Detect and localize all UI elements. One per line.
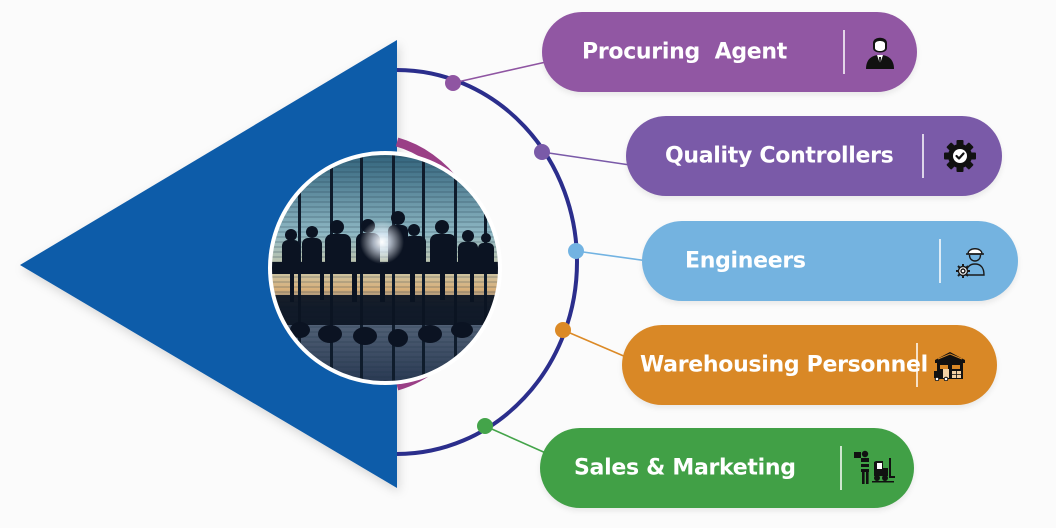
divider [922,134,924,178]
connector-dot [568,243,584,259]
role-procuring-agent[interactable]: Procuring Agent [542,12,917,92]
role-label: Warehousing Personnel [640,352,928,378]
engineer-gear-icon [950,239,994,283]
role-warehousing-personnel[interactable]: Warehousing Personnel [622,325,997,405]
role-label: Procuring Agent [582,39,787,65]
warehouse-icon [928,343,972,387]
connector-line [541,151,631,166]
role-sales-marketing[interactable]: Sales & Marketing [540,428,914,508]
connector-dot [534,144,550,160]
connector-dot [477,418,493,434]
connector-dot [445,75,461,91]
role-quality-controllers[interactable]: Quality Controllers [626,116,1002,196]
meeting-photo [268,151,502,385]
role-label: Sales & Marketing [574,455,796,481]
triangle-shape [20,40,397,488]
forklift-worker-icon [852,446,896,490]
role-label: Quality Controllers [665,143,894,169]
connector-dot [555,322,571,338]
divider [939,239,941,283]
connector-line [562,329,627,358]
connector-line [452,61,547,84]
role-engineers[interactable]: Engineers [642,221,1018,301]
businessman-icon [858,30,902,74]
divider [840,446,842,490]
connector-line [575,250,649,262]
divider [843,30,845,74]
divider [916,343,918,387]
gear-check-icon [938,134,982,178]
role-label: Engineers [685,248,806,274]
